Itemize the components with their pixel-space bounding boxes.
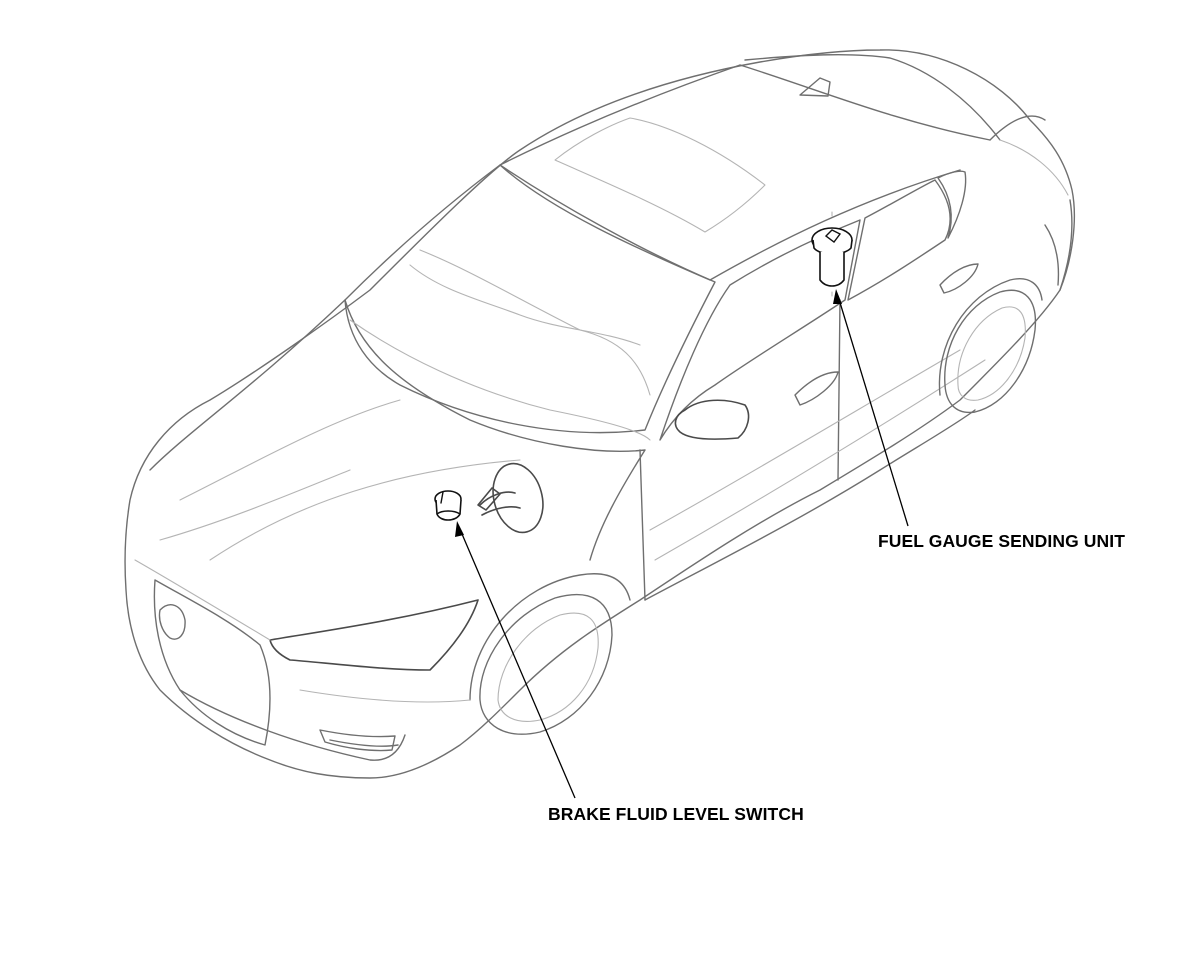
- rear-deck: [999, 139, 1069, 196]
- windshield-wiper-area: [409, 264, 641, 346]
- callout-leaders: [455, 289, 909, 799]
- door-character-line: [649, 349, 986, 561]
- side-mirror: [674, 399, 750, 440]
- brake-fluid-level-switch-component: [434, 490, 462, 521]
- front-door-seam: [639, 299, 841, 601]
- shark-fin-antenna: [799, 77, 831, 97]
- grille: [153, 579, 271, 746]
- rear-glass: [744, 53, 1046, 141]
- brake-booster: [492, 462, 544, 534]
- reservoir-hose: [479, 491, 521, 516]
- hood-crease-1: [179, 399, 521, 561]
- hood-outline: [149, 299, 646, 561]
- rear-wheel: [944, 289, 1037, 414]
- rear-quarter-window: [937, 170, 967, 239]
- front-emblem: [158, 604, 186, 640]
- brake-switch-leader-arrow: [455, 521, 464, 537]
- hood-crease-2: [159, 469, 351, 541]
- cowl-line: [349, 319, 651, 441]
- front-wheel-inner: [497, 612, 599, 722]
- brake-switch-leader-line: [458, 526, 576, 799]
- brake-master-cylinder-assembly: [477, 462, 544, 534]
- roof-line: [499, 64, 991, 281]
- front-wheel: [479, 593, 613, 735]
- fuel-gauge-leader-arrow: [833, 289, 842, 304]
- car-illustration: [124, 49, 1076, 779]
- windshield: [344, 164, 716, 434]
- bumper-vent: [319, 729, 396, 752]
- front-door-handle: [794, 371, 839, 406]
- rear-door-window: [847, 179, 951, 301]
- rear-wheel-inner: [957, 306, 1026, 401]
- front-door-window: [659, 219, 861, 441]
- sunroof: [554, 117, 766, 233]
- headlight: [269, 599, 479, 671]
- rear-fender-arch: [938, 278, 1043, 396]
- bumper-crease: [134, 559, 471, 703]
- rocker-line: [644, 409, 976, 601]
- brake-fluid-level-switch-label: BRAKE FLUID LEVEL SWITCH: [548, 804, 804, 824]
- reservoir-hose-clamp: [477, 487, 501, 511]
- front-fender-arch: [469, 573, 631, 701]
- fuel-gauge-sending-unit-label: FUEL GAUGE SENDING UNIT: [878, 531, 1125, 551]
- fuel-gauge-leader-line: [837, 295, 909, 527]
- rear-bumper: [1044, 199, 1073, 291]
- dashboard-hint: [419, 249, 651, 396]
- rear-door-handle: [939, 263, 979, 294]
- fuel-gauge-sending-unit-component: [811, 211, 853, 301]
